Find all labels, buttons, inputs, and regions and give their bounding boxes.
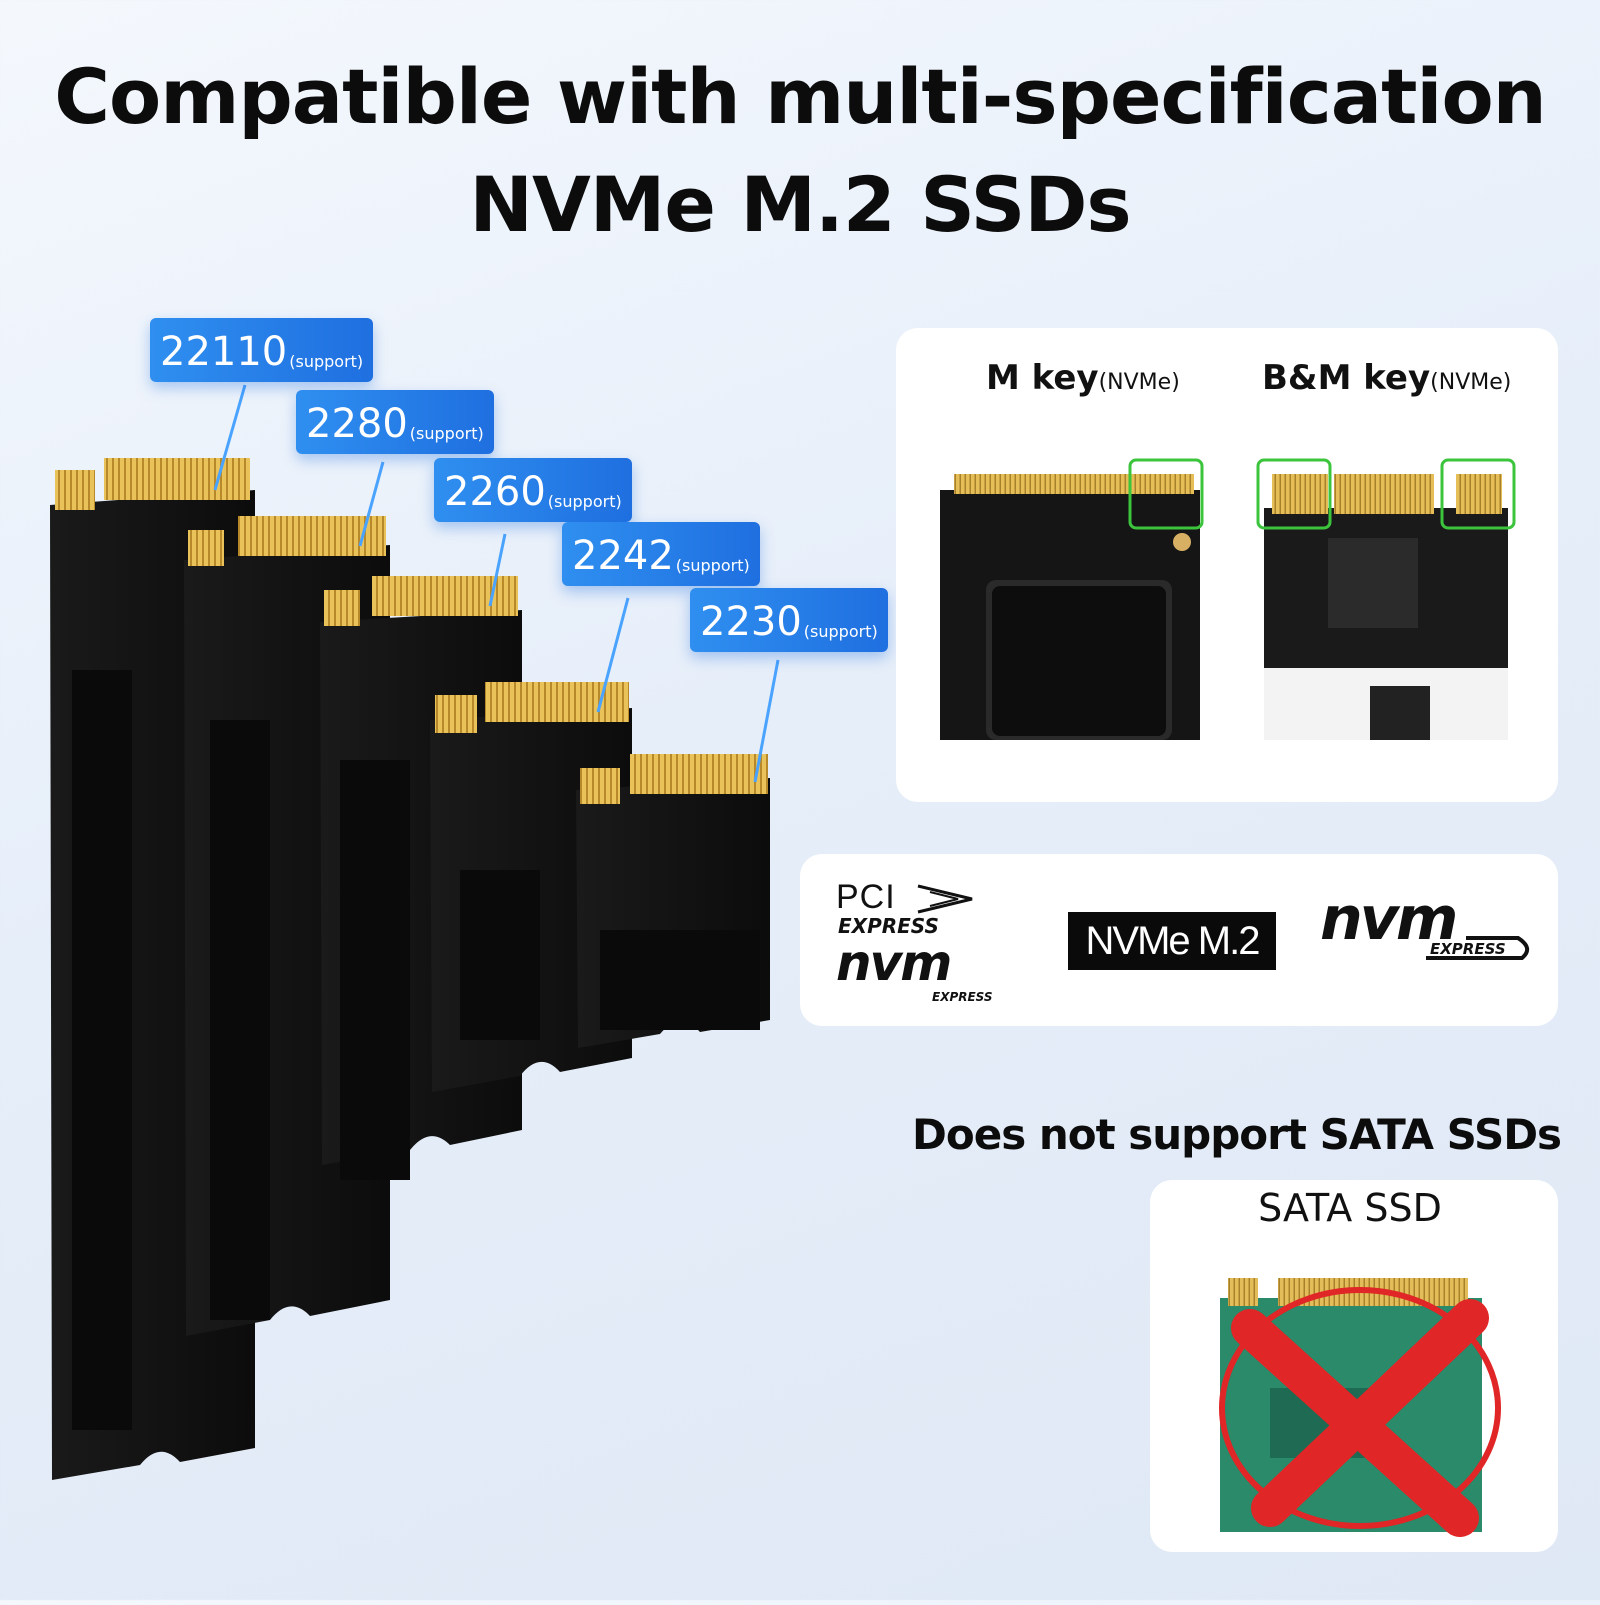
size-value: 2280 [306, 401, 408, 447]
ssd-size-stack: 22110 (support) 2280 (support) 2260 (sup… [50, 318, 888, 1480]
pci-text: PCI [836, 878, 896, 916]
bm-key-label: B&M key(NVMe) [1262, 358, 1511, 398]
pci-nvm-text: nvm [836, 934, 952, 992]
pci-nvm-express-text: EXPRESS [932, 990, 993, 1004]
sata-ssd-image [1219, 1278, 1501, 1537]
sata-ssd-label: SATA SSD [1258, 1186, 1442, 1230]
size-badge-2230: 2230 (support) [690, 588, 888, 652]
m-key-sub: (NVMe) [1098, 370, 1180, 395]
pci-arrow-icon [917, 884, 973, 914]
bm-key-ssd-image [1256, 458, 1516, 740]
sata-warning: Does not support SATA SSDs [912, 1110, 1562, 1159]
key-types-card: M key(NVMe) B&M key(NVMe) [896, 328, 1558, 802]
bm-key-title: B&M key [1262, 358, 1431, 398]
size-value: 22110 [160, 329, 288, 375]
ssd-stack-illustration [50, 384, 780, 1480]
size-badge-2280: 2280 (support) [296, 390, 494, 454]
size-badge-2242: 2242 (support) [562, 522, 760, 586]
size-value: 2230 [700, 599, 802, 645]
page-title-line2: NVMe M.2 SSDs [469, 160, 1131, 249]
size-badge-22110: 22110 (support) [150, 318, 374, 382]
nvme-m2-logo: NVMe M.2 [1068, 912, 1276, 970]
m-key-title: M key [986, 358, 1099, 398]
size-suffix: (support) [289, 352, 364, 371]
size-value: 2260 [444, 469, 546, 515]
page-title-line1: Compatible with multi-specification [54, 52, 1547, 141]
pci-express-text: EXPRESS [838, 914, 939, 938]
bm-key-sub: (NVMe) [1430, 370, 1512, 395]
logos-card: PCI EXPRESS nvm EXPRESS NVMe M.2 nvm EXP… [800, 854, 1558, 1026]
size-suffix: (support) [803, 622, 878, 641]
nvm-text: nvm [1320, 884, 1458, 954]
key-types-illustration [940, 458, 1516, 740]
nvm-swoosh-icon [1426, 936, 1530, 960]
nvm-express-logo: nvm EXPRESS [1320, 884, 1540, 984]
pci-express-logo: PCI EXPRESS nvm EXPRESS [836, 878, 1026, 1008]
badge-pointer-lines [213, 384, 780, 783]
m-key-ssd-image [940, 458, 1204, 740]
nvm-express-text: EXPRESS [1430, 940, 1506, 958]
size-suffix: (support) [547, 492, 622, 511]
m-key-label: M key(NVMe) [986, 358, 1180, 398]
ssd-2230 [576, 754, 770, 1048]
size-value: 2242 [572, 533, 674, 579]
size-suffix: (support) [675, 556, 750, 575]
size-suffix: (support) [409, 424, 484, 443]
size-badge-2260: 2260 (support) [434, 458, 632, 522]
